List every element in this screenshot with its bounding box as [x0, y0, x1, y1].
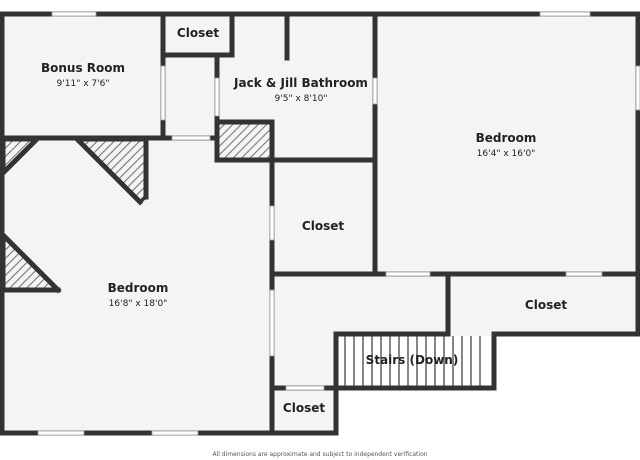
room-dims-bathroom: 9'5" x 8'10" — [275, 94, 328, 104]
room-name-closet-right: Closet — [525, 298, 567, 312]
doorway — [171, 135, 211, 141]
room-labels: Bonus Room 9'11" x 7'6" Closet Jack & Ji… — [41, 26, 567, 458]
doorway — [214, 77, 220, 117]
window — [635, 65, 640, 111]
window — [37, 430, 85, 436]
doorway — [269, 289, 275, 357]
room-name-closet-bottom: Closet — [283, 401, 325, 415]
room-name-closet-mid: Closet — [302, 219, 344, 233]
doorway — [285, 385, 325, 391]
window — [539, 11, 591, 17]
hatch-area — [218, 123, 270, 160]
window — [151, 430, 199, 436]
stairs-treads — [336, 336, 492, 386]
room-dims-bedroom-left: 16'8" x 18'0" — [109, 299, 168, 309]
room-dims-bonus-room: 9'11" x 7'6" — [57, 79, 110, 89]
doorway — [385, 271, 431, 277]
doorway — [565, 271, 603, 277]
openings — [37, 11, 640, 436]
room-dims-bedroom-right: 16'4" x 16'0" — [477, 149, 536, 159]
disclaimer-text: All dimensions are approximate and subje… — [212, 451, 427, 458]
doorway — [160, 65, 166, 121]
room-name-stairs: Stairs (Down) — [366, 353, 459, 367]
room-name-bedroom-right: Bedroom — [476, 131, 537, 145]
doorway — [269, 205, 275, 241]
window — [51, 11, 97, 17]
doorway — [372, 77, 378, 105]
room-name-bathroom: Jack & Jill Bathroom — [233, 76, 368, 90]
room-name-bedroom-left: Bedroom — [108, 281, 169, 295]
room-name-bonus-room: Bonus Room — [41, 61, 125, 75]
room-name-closet-top: Closet — [177, 26, 219, 40]
